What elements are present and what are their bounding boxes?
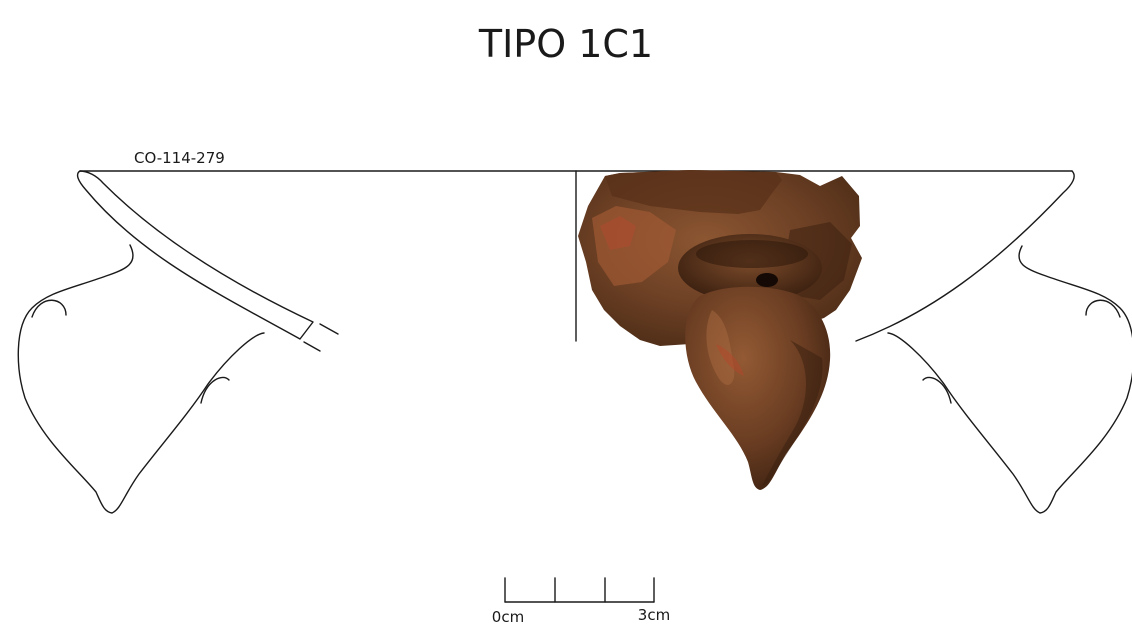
wall-profile-left: [76, 170, 314, 340]
bowl-profile-right: [855, 170, 1075, 342]
lug-upper-left: [31, 299, 67, 318]
figure-title: TIPO 1C1: [478, 22, 653, 66]
lug-upper-right: [1085, 299, 1121, 318]
scale-bar-start-label: 0cm: [492, 608, 524, 626]
break-mark-upper-left: [319, 323, 339, 335]
support-outline-left: [17, 244, 265, 514]
catalog-number: CO-114-279: [134, 149, 225, 167]
sherd-red-patch: [592, 206, 676, 286]
scale-bar: 0cm 3cm: [492, 577, 670, 626]
break-mark-lower-left: [303, 341, 321, 352]
scale-bar-end-label: 3cm: [638, 606, 670, 624]
sherd-photo: [578, 170, 862, 490]
lug-lower-right: [922, 376, 952, 404]
sherd-inner-rim: [605, 170, 782, 214]
sherd-hole: [756, 273, 778, 287]
support-outline-right: [887, 245, 1132, 514]
lug-lower-left: [200, 376, 230, 404]
